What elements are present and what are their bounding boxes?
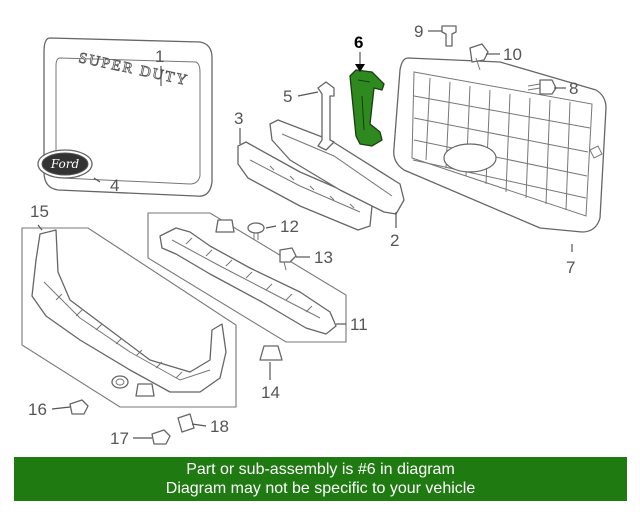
callout-4: 4 xyxy=(110,176,119,195)
fastener-17 xyxy=(151,429,171,445)
clip-near-12 xyxy=(215,219,235,233)
callout-3: 3 xyxy=(234,109,243,128)
callout-2: 2 xyxy=(390,231,399,250)
callout-13: 13 xyxy=(314,248,333,267)
callout-5: 5 xyxy=(283,87,292,106)
fastener-9 xyxy=(441,25,457,47)
callout-12: 12 xyxy=(280,217,299,236)
emblem-script: Ford xyxy=(50,157,80,171)
fastener-13 xyxy=(279,247,297,271)
info-banner: Part or sub-assembly is #6 in diagram Di… xyxy=(14,457,627,501)
callout-11: 11 xyxy=(350,315,368,334)
callout-17: 17 xyxy=(110,429,129,448)
callout-9: 9 xyxy=(414,22,423,41)
fastener-10 xyxy=(469,43,489,71)
grille-insert-part xyxy=(393,57,607,233)
callout-8: 8 xyxy=(569,79,578,98)
ford-emblem-part: Ford xyxy=(37,149,93,179)
clip-18 xyxy=(177,413,195,433)
banner-line-2: Diagram may not be specific to your vehi… xyxy=(165,480,476,497)
nut-14 xyxy=(259,345,283,361)
callout-1: 1 xyxy=(155,47,164,66)
leader-lines xyxy=(37,30,573,439)
callout-16: 16 xyxy=(28,400,47,419)
fastener-8 xyxy=(527,79,557,95)
small-bracket-part xyxy=(317,81,335,151)
callout-18: 18 xyxy=(210,417,229,436)
callout-6: 6 xyxy=(354,33,363,52)
callout-7: 7 xyxy=(566,258,575,277)
highlighted-bracket-part-6 xyxy=(349,69,385,147)
clip-near-ring xyxy=(135,383,155,397)
banner-line-1: Part or sub-assembly is #6 in diagram xyxy=(186,461,455,478)
fastener-16 xyxy=(69,399,89,415)
part-15-panel xyxy=(21,227,237,408)
callout-14: 14 xyxy=(261,383,280,402)
trim-strip-part xyxy=(237,141,373,231)
ring-clip xyxy=(111,375,129,389)
fastener-12 xyxy=(247,222,265,240)
callout-15: 15 xyxy=(30,202,49,221)
part-11-panel xyxy=(147,212,347,343)
callout-10: 10 xyxy=(503,45,522,64)
